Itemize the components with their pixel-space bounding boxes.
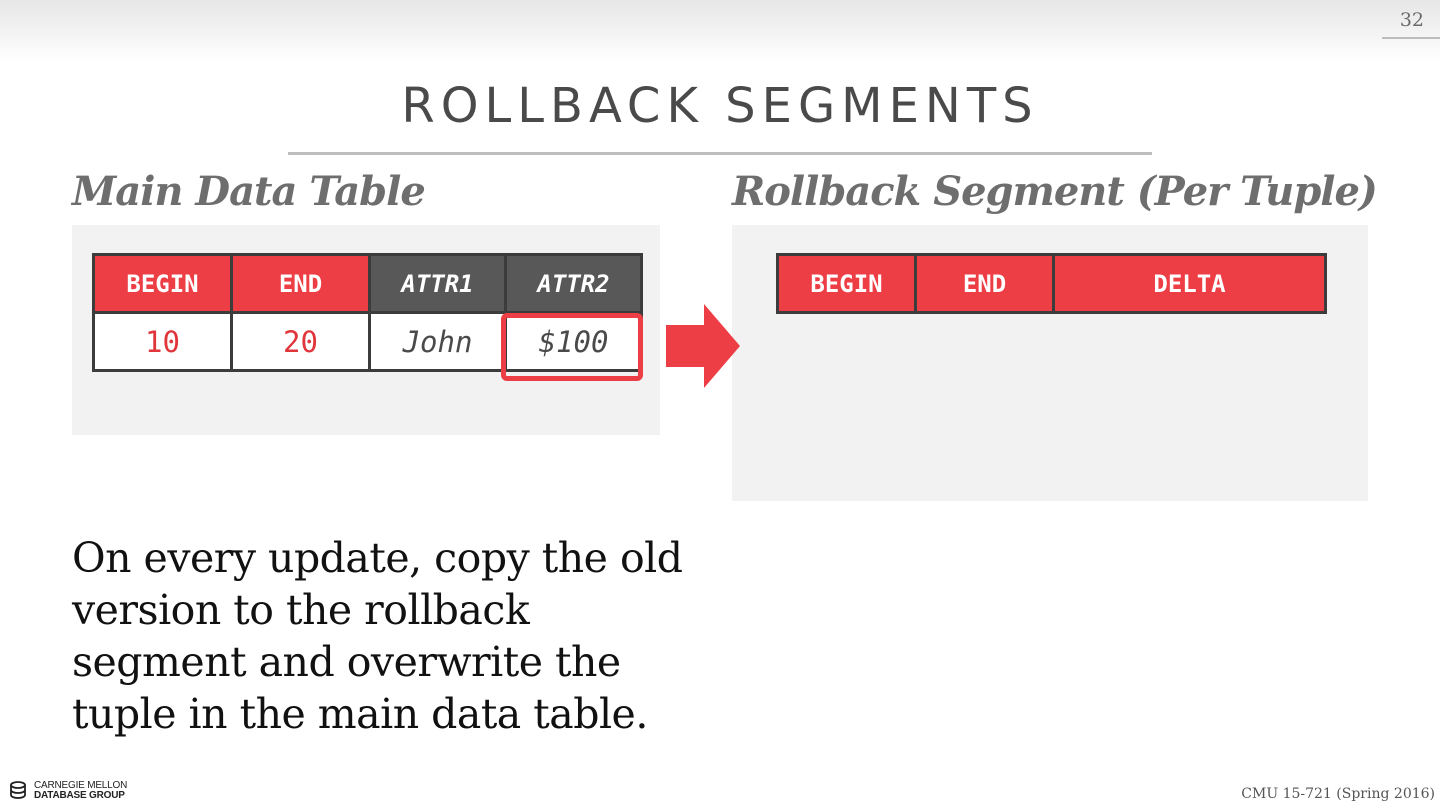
logo-line-2: DATABASE GROUP <box>34 790 125 801</box>
logo-line-1: CARNEGIE MELLON <box>34 780 128 791</box>
cell-end: 20 <box>230 311 371 372</box>
cmu-db-group-logo: CARNEGIE MELLON DATABASE GROUP <box>10 781 127 801</box>
header-attr1: ATTR1 <box>368 253 507 314</box>
rollback-table-header-row: BEGIN END DELTA <box>776 253 1327 314</box>
header-delta: DELTA <box>1052 253 1327 314</box>
main-table-heading: Main Data Table <box>72 168 426 215</box>
logo-text: CARNEGIE MELLON DATABASE GROUP <box>34 781 127 801</box>
page-number: 32 <box>1399 9 1424 31</box>
header-end: END <box>914 253 1055 314</box>
cell-attr2: $100 <box>504 311 643 372</box>
page-number-underline <box>1382 37 1440 39</box>
rollback-segment-heading: Rollback Segment (Per Tuple) <box>732 168 1378 215</box>
main-data-table: BEGIN END ATTR1 ATTR2 10 20 John $100 <box>92 253 643 372</box>
cell-attr1: John <box>368 311 507 372</box>
header-attr2: ATTR2 <box>504 253 643 314</box>
title-divider <box>288 152 1152 155</box>
right-arrow-icon <box>666 304 740 388</box>
course-footer: CMU 15-721 (Spring 2016) <box>1241 786 1435 802</box>
header-end: END <box>230 253 371 314</box>
main-table-header-row: BEGIN END ATTR1 ATTR2 <box>92 253 643 314</box>
header-begin: BEGIN <box>92 253 233 314</box>
cell-begin: 10 <box>92 311 233 372</box>
body-paragraph: On every update, copy the old version to… <box>72 534 683 738</box>
database-stack-icon <box>10 781 26 799</box>
attr2-highlight-box <box>501 313 643 381</box>
top-gradient-bar <box>0 0 1440 62</box>
table-row: 10 20 John $100 <box>92 311 643 372</box>
rollback-segment-table: BEGIN END DELTA <box>776 253 1327 314</box>
header-begin: BEGIN <box>776 253 917 314</box>
slide-title: ROLLBACK SEGMENTS <box>401 78 1039 134</box>
